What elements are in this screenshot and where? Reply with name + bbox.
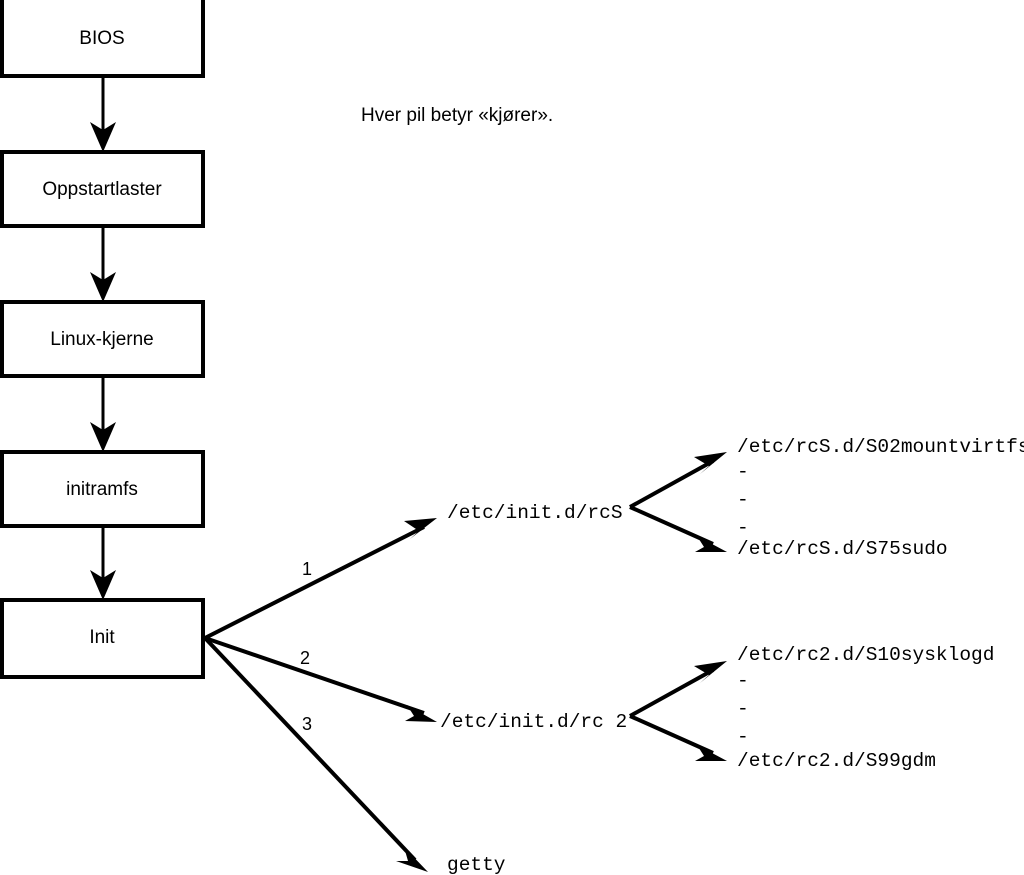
node-bootloader-rect [0,150,205,228]
rcs-ellipsis-dash-2: - [737,489,749,511]
label-getty: getty [447,854,506,875]
edge-number-1: 1 [302,559,312,579]
arrow-rcs-to-first-script [629,452,727,509]
node-bios-label: BIOS [79,28,124,49]
arrow-rcs-to-last-script [629,505,727,552]
arrow-initramfs-to-init [90,526,116,600]
node-initramfs-label: initramfs [66,479,138,500]
rc2-ellipsis-dash-1: - [737,670,749,692]
arrow-init-to-rcs [204,518,437,640]
label-rcs-last-script: /etc/rcS.d/S75sudo [737,538,948,560]
node-init-rect [0,598,205,679]
node-initramfs-rect [0,450,205,528]
rcs-ellipsis-dash-3: - [737,517,749,539]
arrow-kernel-to-initramfs [90,376,116,452]
diagram-caption: Hver pil betyr «kjører». [361,105,553,126]
arrow-init-to-rc2 [204,636,437,722]
arrow-bootloader-to-kernel [90,226,116,302]
label-rc2-last-script: /etc/rc2.d/S99gdm [737,750,936,772]
edge-number-3: 3 [302,714,312,734]
arrow-rc2-to-first-script [629,661,727,718]
node-init-label: Init [89,627,115,648]
node-bios[interactable]: BIOS [0,0,205,78]
label-init-d-rc2: /etc/init.d/rc 2 [440,711,627,733]
label-init-d-rcs: /etc/init.d/rcS [447,502,623,524]
arrow-rc2-to-last-script [629,714,727,761]
rc2-ellipsis-dash-2: - [737,698,749,720]
label-rc2-first-script: /etc/rc2.d/S10sysklogd [737,644,994,666]
node-bootloader[interactable]: Oppstartlaster [0,150,205,228]
node-bios-rect [0,0,205,78]
node-kernel-label: Linux-kjerne [50,329,154,350]
edge-number-2: 2 [300,648,310,668]
node-bootloader-label: Oppstartlaster [42,179,162,200]
node-initramfs[interactable]: initramfs [0,450,205,528]
arrow-init-to-getty [203,636,428,872]
arrow-bios-to-bootloader [90,76,116,152]
node-init[interactable]: Init [0,598,205,679]
label-rcs-first-script: /etc/rcS.d/S02mountvirtfs [737,436,1024,458]
rc2-ellipsis-dash-3: - [737,726,749,748]
node-kernel[interactable]: Linux-kjerne [0,300,205,378]
rcs-ellipsis-dash-1: - [737,461,749,483]
